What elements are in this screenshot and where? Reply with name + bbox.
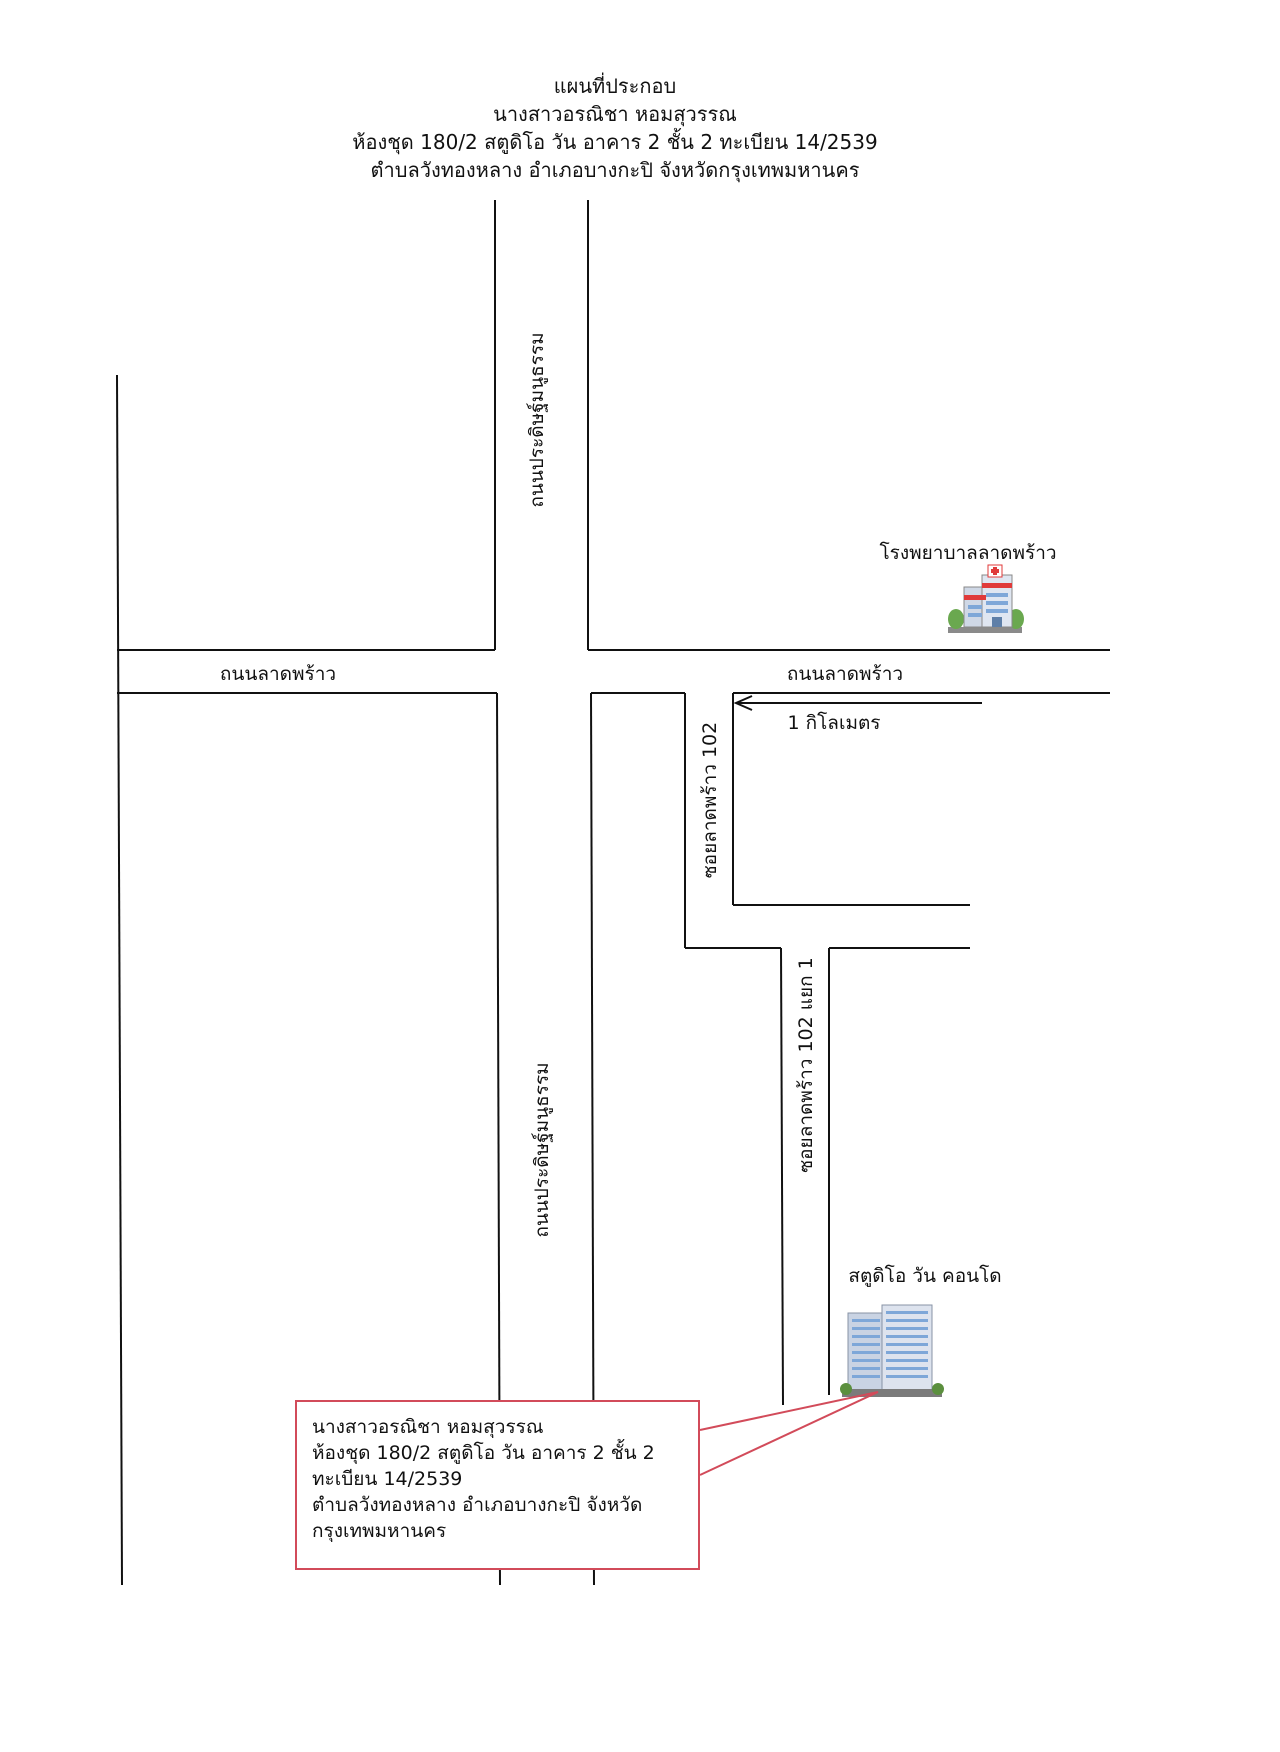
callout-pointer [699, 1391, 879, 1476]
condo-building-icon [840, 1304, 944, 1397]
hospital-icon [948, 564, 1024, 633]
condo-label: สตูดิโอ วัน คอนโด [848, 1264, 1001, 1287]
road-label-pracha-south: ถนนประดิษฐ์มนูธรรม [531, 1062, 553, 1237]
map-header: แผนที่ประกอบ นางสาวอรณิชา หอมสุวรรณ ห้อง… [0, 72, 1230, 184]
callout-line-1: นางสาวอรณิชา หอมสุวรรณ [312, 1416, 544, 1438]
callout-line-4: ตำบลวังทองหลาง อำเภอบางกะปิ จังหวัด [312, 1494, 643, 1516]
road-label-ladprao-west: ถนนลาดพร้าว [220, 663, 336, 685]
map-title: แผนที่ประกอบ [553, 74, 677, 98]
address-callout: นางสาวอรณิชา หอมสุวรรณ ห้องชุด 180/2 สตู… [295, 1400, 700, 1570]
callout-line-3: ทะเบียน 14/2539 [312, 1468, 463, 1490]
distance-label: 1 กิโลเมตร [787, 711, 880, 734]
road-label-pracha-north: ถนนประดิษฐ์มนูธรรม [526, 332, 548, 507]
road-lines [116, 200, 1110, 1586]
callout-line-5: กรุงเทพมหานคร [312, 1520, 447, 1542]
road-label-soi102: ซอยลาดพร้าว 102 [699, 722, 721, 878]
road-label-ladprao-east: ถนนลาดพร้าว [787, 663, 903, 685]
owner-name: นางสาวอรณิชา หอมสุวรรณ [493, 102, 737, 126]
distance-arrow-head [733, 695, 753, 711]
unit-details: ห้องชุด 180/2 สตูดิโอ วัน อาคาร 2 ชั้น 2… [352, 130, 878, 154]
left-boundary-line [116, 374, 123, 1586]
road-label-soi102-1: ซอยลาดพร้าว 102 แยก 1 [795, 957, 817, 1173]
soi102-1-west-edge [780, 947, 784, 1406]
location-details: ตำบลวังทองหลาง อำเภอบางกะปิ จังหวัดกรุงเ… [370, 158, 860, 182]
callout-line-2: ห้องชุด 180/2 สตูดิโอ วัน อาคาร 2 ชั้น 2 [312, 1442, 655, 1464]
hospital-label: โรงพยาบาลลาดพร้าว [879, 541, 1056, 564]
